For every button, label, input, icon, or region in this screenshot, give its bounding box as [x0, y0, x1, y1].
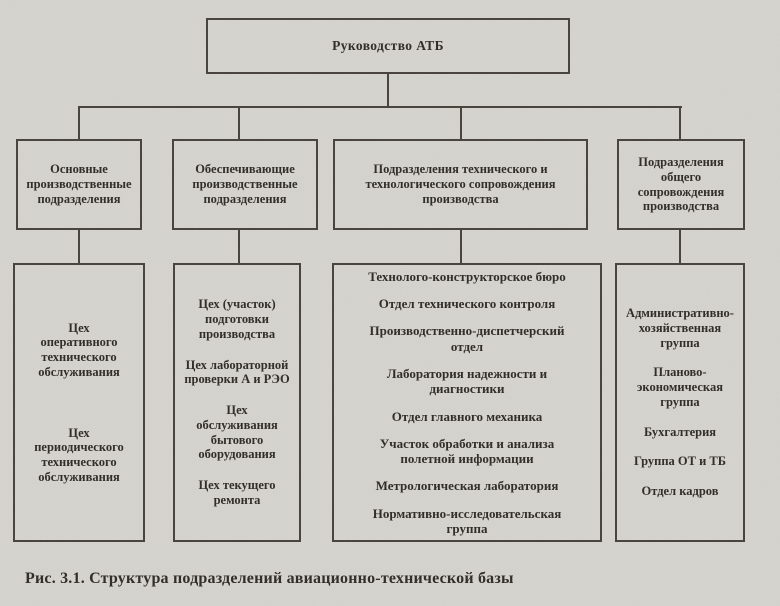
org-unit-label: Бухгалтерия [643, 424, 717, 439]
org-unit-label: Отдел технического контроля [378, 295, 556, 311]
org-unit-label: Административно- хозяйственная группа [626, 306, 734, 350]
org-unit-label: Отдел главного механика [391, 408, 543, 424]
org-group-box-general-support: Подразделения общего сопровождения произ… [617, 139, 745, 230]
connector-col4-to-units [679, 230, 681, 264]
org-group-box-main-production: Основные производственные подразделения [16, 139, 142, 230]
org-unit-label: Участок обработки и анализа полетной инф… [379, 435, 555, 467]
connector-col2-to-units [238, 230, 240, 264]
org-group-box-technical-support: Подразделения технического и технологиче… [333, 139, 588, 230]
connector-drop-col1 [78, 106, 80, 139]
org-root-box: Руководство АТБ [206, 18, 570, 74]
connector-root-vertical [387, 74, 389, 107]
org-units-box-main-production: Цех оперативного технического обслуживан… [13, 263, 145, 542]
org-unit-label: Технолого-конструкторское бюро [368, 268, 566, 284]
connector-drop-col2 [238, 106, 240, 139]
figure-caption: Рис. 3.1. Структура подразделений авиаци… [25, 570, 514, 587]
org-unit-label: Цех периодического технического обслужив… [34, 425, 124, 484]
org-unit-label: Отдел кадров [641, 484, 719, 499]
org-unit-label: Цех обслуживания бытового оборудования [196, 403, 278, 462]
connector-drop-col3 [460, 106, 462, 139]
org-unit-label: Лаборатория надежности и диагностики [386, 365, 548, 397]
org-unit-label: Группа ОТ и ТБ [633, 454, 727, 469]
org-unit-label: Метрологическая лаборатория [375, 478, 559, 494]
org-unit-label: Цех оперативного технического обслуживан… [38, 320, 120, 379]
connector-col3-to-units [460, 230, 462, 264]
connector-col1-to-units [78, 230, 80, 264]
connector-drop-col4 [679, 106, 681, 139]
org-unit-label: Планово- экономическая группа [637, 365, 723, 409]
org-unit-label: Цех текущего ремонта [198, 478, 276, 507]
org-unit-label: Производственно-диспетчерский отдел [369, 323, 565, 354]
org-unit-label: Нормативно-исследовательская группа [372, 505, 562, 537]
org-group-box-support-production: Обеспечивающие производственные подразде… [172, 139, 318, 230]
connector-horizontal-bus [79, 106, 682, 108]
org-unit-label: Цех лабораторной проверки А и РЭО [184, 357, 290, 387]
org-unit-label: Цех (участок) подготовки производства [198, 297, 276, 341]
